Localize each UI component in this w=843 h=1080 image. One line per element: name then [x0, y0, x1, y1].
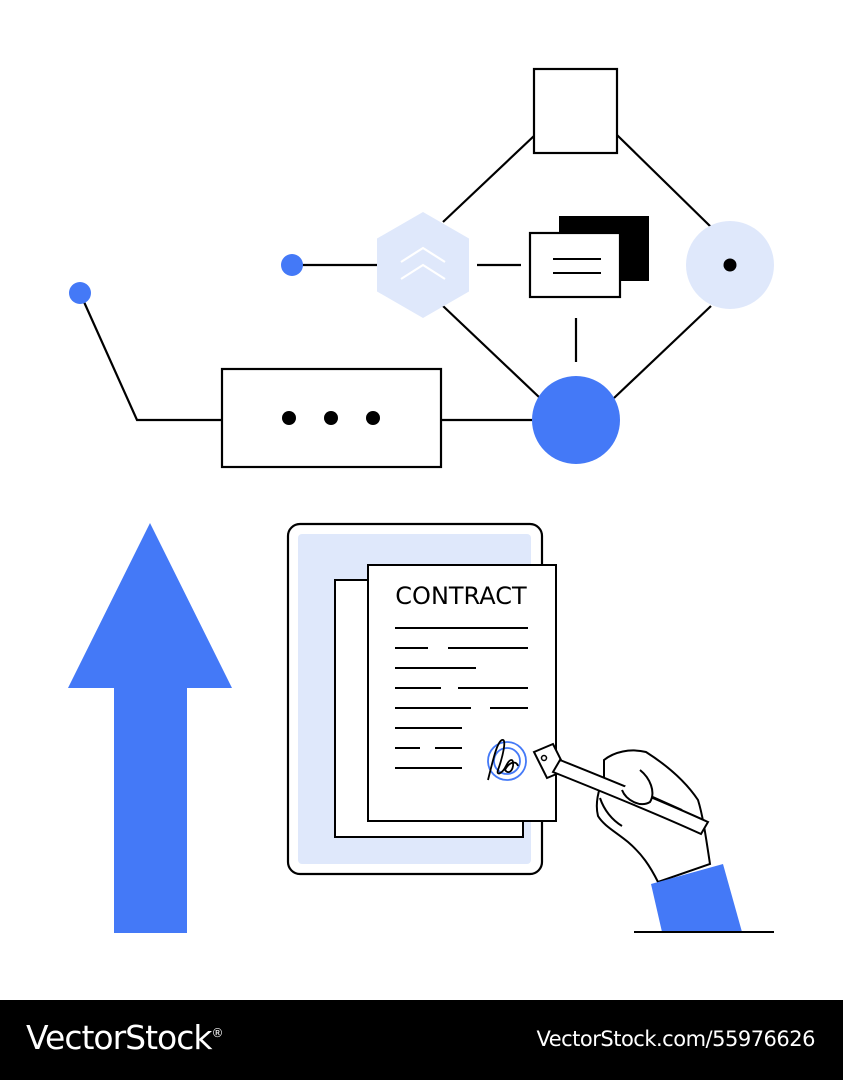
- workflow-diagram: [78, 134, 712, 422]
- upload-arrow-icon: [68, 523, 232, 933]
- endpoint-dot: [69, 282, 91, 304]
- target-dot: [723, 258, 737, 272]
- connector-line: [442, 134, 536, 223]
- contract-text-lines: [395, 627, 528, 769]
- chevron-up-icon: [400, 246, 446, 280]
- document-icon: [528, 216, 649, 299]
- signing-hand: [532, 742, 774, 933]
- illustration: CONTRACT: [68, 67, 774, 933]
- brand-logo: VectorStock®: [26, 1018, 224, 1057]
- connector-line: [616, 134, 712, 228]
- signature-icon: [487, 739, 527, 781]
- endpoint-dot: [281, 254, 303, 276]
- contract-title: CONTRACT: [395, 582, 527, 610]
- square-node: [532, 67, 619, 155]
- registered-mark: ®: [211, 1026, 224, 1040]
- hub-node: [532, 376, 620, 464]
- watermark-footer: VectorStock® VectorStock.com/55976626: [0, 1000, 843, 1080]
- brand-name: VectorStock: [26, 1018, 212, 1057]
- connector-line: [442, 305, 541, 399]
- contract-front-sheet: [367, 564, 557, 822]
- connector-line: [613, 305, 712, 399]
- image-credit: VectorStock.com/55976626: [536, 1027, 815, 1051]
- sleeve: [651, 864, 742, 932]
- connector-line: [78, 292, 222, 422]
- ellipsis-icon: [282, 411, 380, 425]
